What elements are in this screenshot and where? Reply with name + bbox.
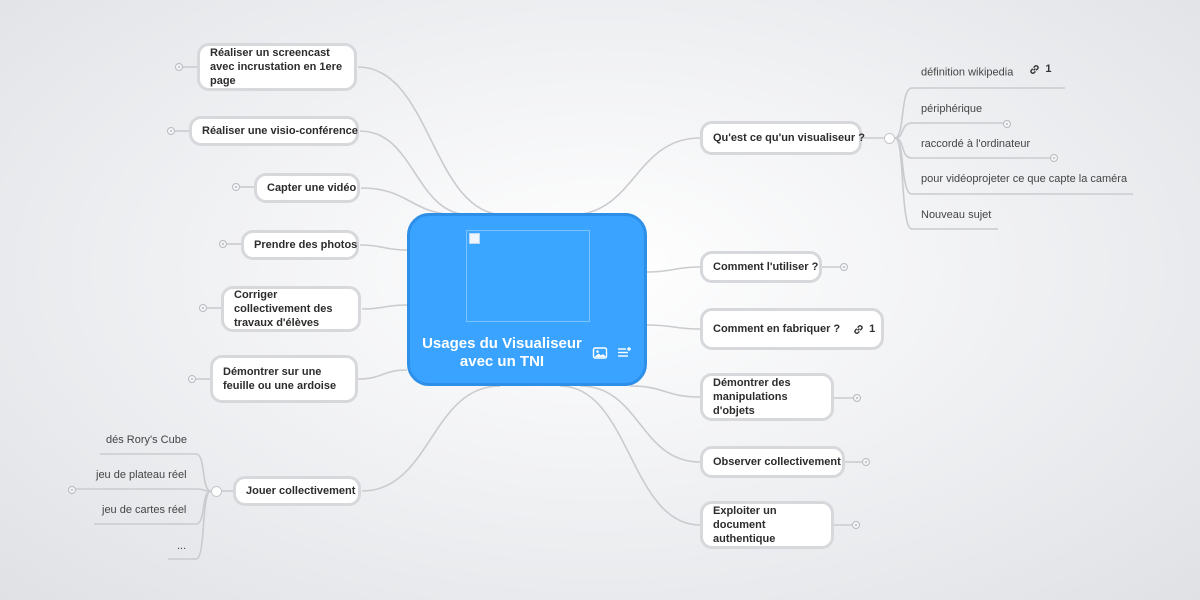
collapse-knob-icon[interactable] xyxy=(199,304,207,312)
topic-visio-conference[interactable]: Réaliser une visio-conférence xyxy=(189,116,359,146)
topic-prendre-photos[interactable]: Prendre des photos xyxy=(241,230,359,260)
image-icon[interactable] xyxy=(592,346,608,360)
collapse-knob-icon[interactable] xyxy=(68,486,76,494)
connector-curve xyxy=(559,385,701,526)
subtopic-definition-wikipedia[interactable]: définition wikipedia 1 xyxy=(921,62,1052,80)
topic-label: Exploiter un document authentique xyxy=(713,505,777,545)
subtopic-label: définition wikipedia xyxy=(921,66,1014,79)
topic-screencast[interactable]: Réaliser un screencast avec incrustation… xyxy=(197,43,357,91)
topic-label: Démontrer des manipulations d'objets xyxy=(713,377,791,417)
connector-curve xyxy=(360,187,461,216)
collapse-knob-icon[interactable] xyxy=(853,394,861,402)
connector-curve xyxy=(646,324,701,330)
root-node[interactable]: Usages du Visualiseur avec un TNI xyxy=(407,213,647,386)
connector-curve xyxy=(361,304,408,310)
subtopic-label: jeu de cartes réel xyxy=(102,504,187,516)
subtopic-des-rorys-cube[interactable]: dés Rory's Cube xyxy=(106,433,187,447)
collapse-knob-icon[interactable] xyxy=(1003,120,1011,128)
subtopic-raccorde-ordinateur[interactable]: raccordé à l'ordinateur xyxy=(921,137,1030,151)
root-title: Usages du Visualiseur avec un TNI xyxy=(422,335,582,370)
connector-curve xyxy=(357,369,408,380)
connector-curve xyxy=(359,244,408,251)
topic-corriger-travaux[interactable]: Corriger collectivement des travaux d'él… xyxy=(221,286,361,332)
connector-curve xyxy=(569,137,701,216)
topic-demontrer-manipulations[interactable]: Démontrer des manipulations d'objets xyxy=(700,373,834,421)
link-icon xyxy=(854,324,863,334)
link-badge[interactable]: 1 xyxy=(1028,62,1052,76)
topic-label: Qu'est ce qu'un visualiseur ? xyxy=(713,132,865,144)
connector-curve xyxy=(579,385,701,463)
subtopic-underline xyxy=(894,122,1007,139)
collapse-knob-icon[interactable] xyxy=(232,183,240,191)
collapse-knob-icon[interactable] xyxy=(862,458,870,466)
link-count: 1 xyxy=(1045,63,1052,75)
subtopic-label: périphérique xyxy=(921,103,983,115)
topic-label: Comment en fabriquer ? xyxy=(713,323,841,335)
topic-capter-video[interactable]: Capter une vidéo xyxy=(254,173,360,203)
connector-curve xyxy=(629,385,701,398)
topic-exploiter-document[interactable]: Exploiter un document authentique xyxy=(700,501,834,549)
topic-label: Réaliser un screencast avec incrustation… xyxy=(210,47,343,87)
subtopic-nouveau-sujet[interactable]: Nouveau sujet xyxy=(921,208,991,222)
topic-comment-fabriquer[interactable]: Comment en fabriquer ? 1 xyxy=(700,308,884,350)
collapse-knob-icon[interactable] xyxy=(840,263,848,271)
subtopic-label: raccordé à l'ordinateur xyxy=(921,138,1031,150)
subtopic-underline xyxy=(894,87,1065,139)
subtopic-jeu-de-cartes[interactable]: jeu de cartes réel xyxy=(102,503,186,517)
subtopic-underline xyxy=(100,453,212,492)
connector-curve xyxy=(359,130,471,216)
topic-label: Démontrer sur une feuille ou une ardoise xyxy=(223,366,337,392)
topic-label: Corriger collectivement des travaux d'él… xyxy=(234,289,333,329)
branch-hub[interactable] xyxy=(211,486,222,497)
collapse-knob-icon[interactable] xyxy=(219,240,227,248)
subtopic-label: Nouveau sujet xyxy=(921,209,992,221)
collapse-knob-icon[interactable] xyxy=(175,63,183,71)
link-badge[interactable]: 1 xyxy=(852,322,875,336)
subtopic-jeu-de-plateau[interactable]: jeu de plateau réel xyxy=(96,468,187,482)
subtopic-label: ... xyxy=(177,540,187,552)
subtopic-label: dés Rory's Cube xyxy=(106,434,187,446)
subtopic-ellipsis[interactable]: ... xyxy=(177,539,186,553)
subtopic-peripherique[interactable]: périphérique xyxy=(921,102,982,116)
notes-icon[interactable] xyxy=(616,346,632,360)
topic-comment-utiliser[interactable]: Comment l'utiliser ? xyxy=(700,251,822,283)
collapse-knob-icon[interactable] xyxy=(188,375,196,383)
subtopic-underline xyxy=(168,490,212,560)
topic-qu-est-ce-visualiseur[interactable]: Qu'est ce qu'un visualiseur ? xyxy=(700,121,865,155)
topic-jouer-collectivement[interactable]: Jouer collectivement xyxy=(233,476,361,506)
collapse-knob-icon[interactable] xyxy=(852,521,860,529)
subtopic-underline xyxy=(894,137,998,230)
connector-curve xyxy=(361,385,501,492)
topic-label: Prendre des photos xyxy=(254,239,358,251)
topic-label: Capter une vidéo xyxy=(267,182,357,194)
branch-hub[interactable] xyxy=(884,133,895,144)
subtopic-videoprojeter[interactable]: pour vidéoprojeter ce que capte la camér… xyxy=(921,172,1127,186)
link-icon xyxy=(1030,64,1040,74)
topic-label: Réaliser une visio-conférence xyxy=(202,125,358,137)
subtopic-underline xyxy=(76,488,212,492)
topic-demontrer-feuille[interactable]: Démontrer sur une feuille ou une ardoise xyxy=(210,355,358,403)
subtopic-label: jeu de plateau réel xyxy=(96,469,187,481)
collapse-knob-icon[interactable] xyxy=(167,127,175,135)
topic-label: Observer collectivement xyxy=(713,456,841,468)
collapse-knob-icon[interactable] xyxy=(1050,154,1058,162)
root-image-placeholder xyxy=(466,230,590,322)
subtopic-label: pour vidéoprojeter ce que capte la camér… xyxy=(921,173,1128,185)
topic-observer-collectivement[interactable]: Observer collectivement xyxy=(700,446,845,478)
topic-label: Comment l'utiliser ? xyxy=(713,261,819,273)
broken-image-icon xyxy=(469,233,480,244)
topic-label: Jouer collectivement xyxy=(246,485,356,497)
connector-curve xyxy=(357,66,506,216)
link-count: 1 xyxy=(869,323,876,335)
connector-curve xyxy=(646,266,701,273)
